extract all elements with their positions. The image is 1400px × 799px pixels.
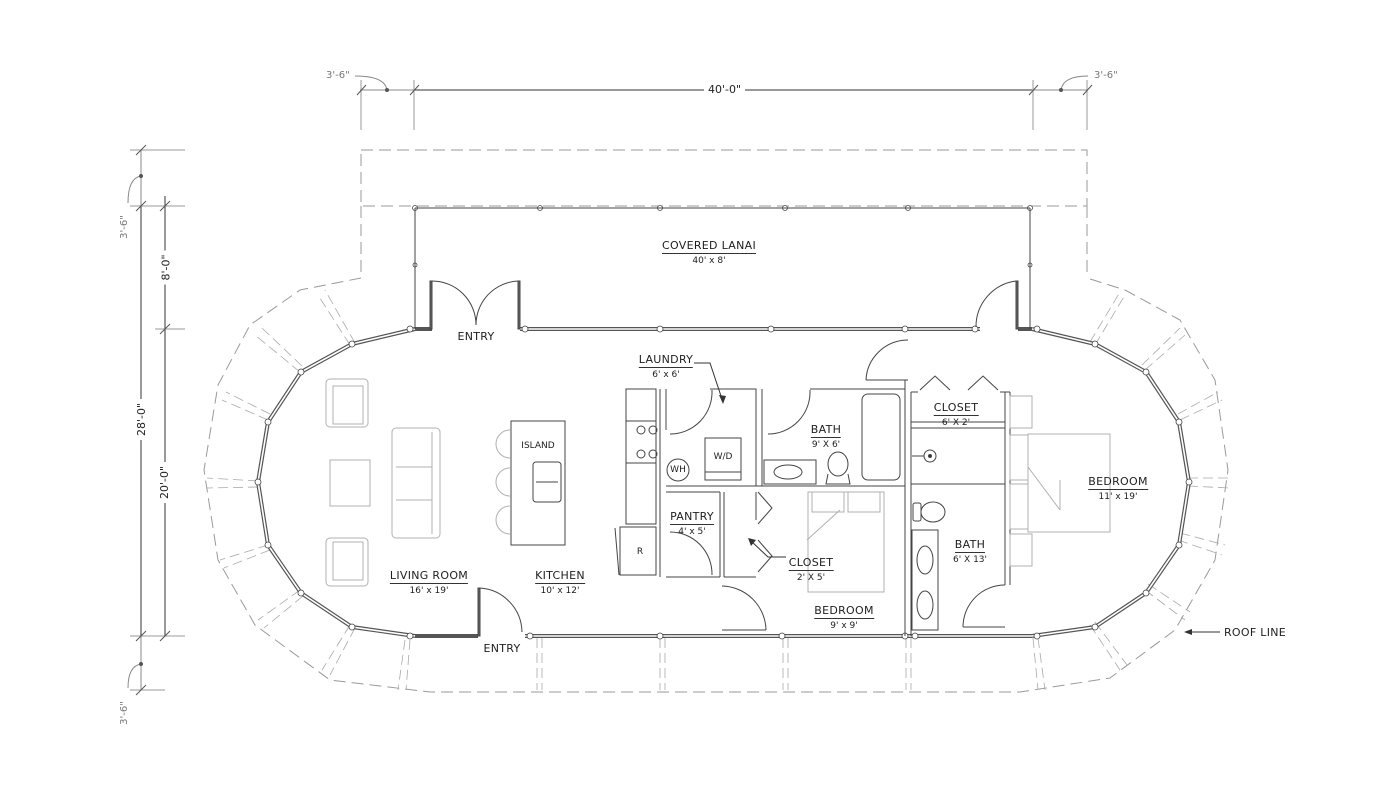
room-name: BATH bbox=[954, 538, 986, 553]
room-size: 6' x 6' bbox=[652, 370, 680, 380]
fixture-label-washer-dryer: W/D bbox=[713, 452, 733, 462]
fixture-label-refrigerator: R bbox=[636, 547, 644, 557]
room-size: 9' X 6' bbox=[811, 440, 841, 450]
dimension-left-bottom-overhang: 3'-6" bbox=[118, 700, 130, 726]
room-label-closet-master: CLOSET 6' X 2' bbox=[933, 398, 979, 428]
dimension-left-house: 20'-0" bbox=[158, 461, 171, 504]
dimension-lines bbox=[127, 75, 1093, 696]
room-size: 40' x 8' bbox=[692, 256, 726, 266]
room-name: BATH bbox=[810, 423, 842, 438]
room-size: 10' x 12' bbox=[540, 586, 580, 596]
room-label-closet-small: CLOSET 2' X 5' bbox=[788, 553, 834, 583]
room-label-laundry: LAUNDRY 6' x 6' bbox=[638, 350, 694, 380]
furniture bbox=[325, 378, 1111, 593]
room-label-bath-main: BATH 9' X 6' bbox=[810, 420, 842, 450]
fixture-label-water-heater: WH bbox=[670, 465, 686, 475]
fixture-label-island: ISLAND bbox=[521, 441, 555, 451]
room-name: LIVING ROOM bbox=[389, 569, 469, 584]
room-label-bedroom-master: BEDROOM 11' x 19' bbox=[1088, 472, 1148, 502]
entry-label-bottom: ENTRY bbox=[483, 642, 521, 655]
room-name: LAUNDRY bbox=[638, 353, 694, 368]
rafter-lines bbox=[206, 289, 1231, 691]
room-name: BEDROOM bbox=[1088, 475, 1148, 490]
room-size: 9' x 9' bbox=[830, 621, 858, 631]
room-size: 6' X 2' bbox=[941, 418, 971, 428]
room-label-kitchen: KITCHEN 10' x 12' bbox=[535, 566, 585, 596]
dimension-left-overall: 28'-0" bbox=[135, 398, 148, 441]
room-name: PANTRY bbox=[670, 510, 714, 525]
room-size: 2' X 5' bbox=[796, 573, 826, 583]
dimension-left-lanai: 8'-0" bbox=[160, 250, 173, 285]
room-size: 4' x 5' bbox=[678, 527, 706, 537]
room-label-pantry: PANTRY 4' x 5' bbox=[670, 507, 714, 537]
dimension-top-right-overhang: 3'-6" bbox=[1093, 70, 1119, 81]
room-name: COVERED LANAI bbox=[662, 239, 756, 254]
room-label-covered-lanai: COVERED LANAI 40' x 8' bbox=[662, 236, 756, 266]
room-label-bath-master: BATH 6' X 13' bbox=[953, 535, 987, 565]
room-name: CLOSET bbox=[788, 556, 834, 571]
doors bbox=[429, 280, 1019, 637]
room-name: CLOSET bbox=[933, 401, 979, 416]
entry-label-top: ENTRY bbox=[457, 330, 495, 343]
room-size: 16' x 19' bbox=[409, 586, 449, 596]
interior-walls bbox=[614, 380, 1011, 636]
lanai-outline bbox=[414, 207, 1031, 329]
room-name: KITCHEN bbox=[535, 569, 585, 584]
roof-line-label: ROOF LINE bbox=[1223, 626, 1287, 639]
room-name: BEDROOM bbox=[814, 604, 874, 619]
kitchen-island bbox=[510, 420, 566, 546]
room-label-living-room: LIVING ROOM 16' x 19' bbox=[389, 566, 469, 596]
room-size: 11' x 19' bbox=[1098, 492, 1138, 502]
roof-outline bbox=[203, 149, 1229, 693]
room-label-bedroom-second: BEDROOM 9' x 9' bbox=[814, 601, 874, 631]
dimension-top-overall: 40'-0" bbox=[704, 84, 746, 95]
room-size: 6' X 13' bbox=[952, 555, 988, 565]
leaders bbox=[694, 362, 1220, 633]
dimension-left-top-overhang: 3'-6" bbox=[118, 214, 130, 240]
dimension-top-left-overhang: 3'-6" bbox=[325, 70, 351, 81]
